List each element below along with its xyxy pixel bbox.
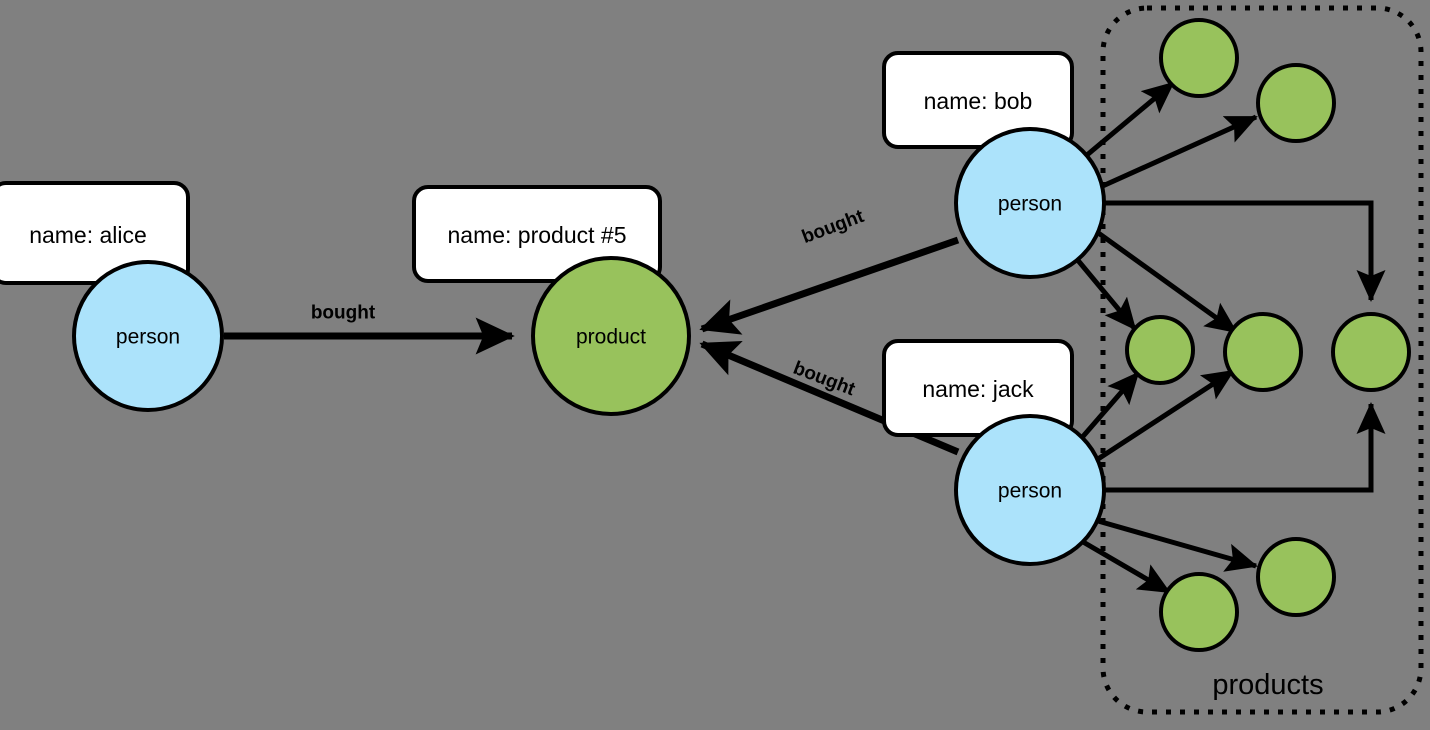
edge-bob-bought (699, 236, 960, 335)
edge-jack-to-product-bot-2 (1097, 518, 1258, 572)
node-product5[interactable]: product (531, 256, 691, 416)
edge-bob-to-product-right (1100, 200, 1386, 302)
property-box-alice-text: name: alice (29, 222, 147, 248)
edge-jack-to-product-right (1100, 402, 1386, 493)
node-bob[interactable]: person (954, 127, 1106, 279)
edge-bob-to-product-top-2 (1094, 114, 1258, 192)
edge-bob-to-product-mid-1 (1074, 256, 1137, 331)
node-jack-circle[interactable] (954, 414, 1106, 566)
edge-label-alice-bought: bought (311, 303, 376, 324)
node-bob-label: person (998, 193, 1062, 216)
node-alice-label: person (116, 326, 180, 349)
product-circle-mid-3[interactable] (1331, 312, 1411, 392)
property-box-bob-rect (882, 51, 1074, 149)
edge-jack-to-product-bot-1 (1076, 536, 1171, 595)
node-product5-circle[interactable] (531, 256, 691, 416)
node-product5-label: product (576, 326, 646, 349)
property-box-alice: name: alice (0, 181, 190, 285)
node-jack-label: person (998, 480, 1062, 503)
product-circle-bot-2[interactable] (1256, 537, 1336, 617)
node-alice-circle[interactable] (72, 260, 224, 412)
property-box-jack: name: jack (882, 339, 1074, 437)
edge-bob-to-product-top-1 (1079, 81, 1175, 162)
node-bob-circle[interactable] (954, 127, 1106, 279)
product-circle-top-1[interactable] (1159, 18, 1239, 98)
node-alice[interactable]: person (72, 260, 224, 412)
product-circle-mid-2[interactable] (1223, 312, 1303, 392)
edge-label-bob-bought: bought (799, 206, 867, 248)
product-circle-bot-1[interactable] (1159, 572, 1239, 652)
property-box-jack-text: name: jack (922, 376, 1034, 402)
property-box-bob: name: bob (882, 51, 1074, 149)
edge-jack-to-product-mid-2 (1096, 368, 1235, 462)
property-box-product-text: name: product #5 (447, 222, 626, 248)
edge-bob-to-product-mid-2 (1095, 229, 1238, 335)
product-circle-top-2[interactable] (1256, 63, 1336, 143)
property-box-alice-rect (0, 181, 190, 285)
edge-jack-to-product-mid-1 (1077, 371, 1140, 443)
products-group-outline (1100, 5, 1424, 715)
products-group-label: products (1212, 669, 1323, 701)
node-jack[interactable]: person (954, 414, 1106, 566)
property-box-bob-text: name: bob (924, 88, 1033, 114)
product-circle-mid-1[interactable] (1125, 315, 1195, 385)
